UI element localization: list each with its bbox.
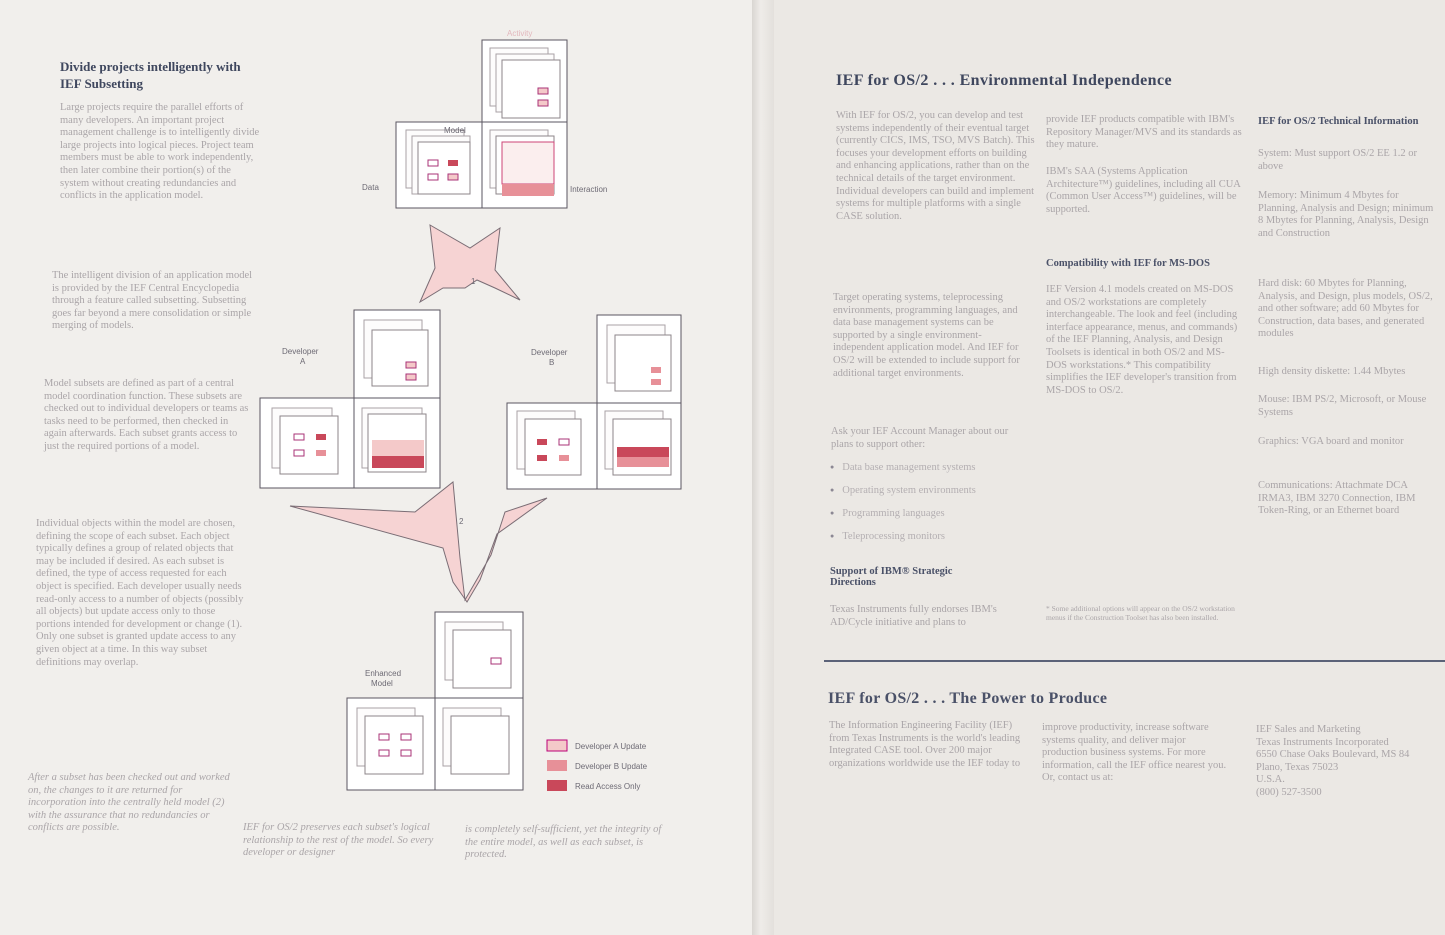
arrow-1 bbox=[418, 224, 521, 304]
arrow-2 bbox=[289, 481, 548, 603]
tech-item: Mouse: IBM PS/2, Microsoft, or Mouse Sys… bbox=[1258, 394, 1427, 418]
right-title-2: IEF for OS/2 . . . The Power to Produce bbox=[828, 690, 1108, 707]
tech-item: Hard disk: 60 Mbytes for Planning, Analy… bbox=[1258, 278, 1433, 340]
left-paragraph-4: Individual objects within the model are … bbox=[36, 518, 244, 668]
support-heading: Support of IBM® Strategic Directions bbox=[830, 566, 953, 588]
left-paragraph-6: IEF for OS/2 preserves each subset's log… bbox=[243, 822, 434, 859]
subsetting-diagram: Data Interaction Model Activity 1 Develo… bbox=[259, 29, 682, 791]
support-paragraph: Texas Instruments fully endorses IBM's A… bbox=[830, 604, 997, 628]
label-interaction: Interaction bbox=[570, 185, 607, 194]
legend-developer-b-update: Developer B Update bbox=[575, 762, 648, 771]
tech-info-heading: IEF for OS/2 Technical Information bbox=[1258, 116, 1419, 127]
label-step-2: 2 bbox=[459, 517, 464, 526]
target-bullet-list: Data base management systems Operating s… bbox=[830, 462, 976, 554]
label-step-1: 1 bbox=[471, 277, 476, 286]
right-col2-paragraph-3: IEF Version 4.1 models created on MS-DOS… bbox=[1046, 284, 1238, 396]
contact-address: IEF Sales and Marketing Texas Instrument… bbox=[1256, 724, 1410, 798]
left-paragraph-7: is completely self-sufficient, yet the i… bbox=[465, 824, 662, 861]
left-paragraph-2: The intelligent division of an applicati… bbox=[52, 270, 253, 332]
legend-developer-a-update: Developer A Update bbox=[575, 742, 647, 751]
bullet-item: Teleprocessing monitors bbox=[830, 531, 976, 554]
right-col1-paragraph-1: With IEF for OS/2, you can develop and t… bbox=[836, 110, 1035, 222]
tech-item: Graphics: VGA board and monitor bbox=[1258, 436, 1404, 447]
tech-item: Memory: Minimum 4 Mbytes for Planning, A… bbox=[1258, 190, 1434, 239]
tech-item: System: Must support OS/2 EE 1.2 or abov… bbox=[1258, 148, 1417, 172]
right-col1-paragraph-3: Ask your IEF Account Manager about our p… bbox=[831, 426, 1009, 450]
page-gutter bbox=[752, 0, 774, 935]
footnote: * Some additional options will appear on… bbox=[1046, 604, 1235, 622]
tech-item: Communications: Attachmate DCA IRMA3, IB… bbox=[1258, 480, 1416, 517]
compatibility-heading: Compatibility with IEF for MS-DOS bbox=[1046, 258, 1210, 269]
bullet-item: Programming languages bbox=[830, 508, 976, 531]
label-model: Model bbox=[444, 126, 466, 135]
label-activity: Activity bbox=[507, 29, 532, 38]
label-data: Data bbox=[362, 183, 379, 192]
legend-read-access-only: Read Access Only bbox=[575, 782, 640, 791]
left-paragraph-5: After a subset has been checked out and … bbox=[28, 772, 230, 834]
model-top: Data Interaction Model Activity bbox=[362, 29, 607, 209]
bullet-item: Operating system environments bbox=[830, 485, 976, 508]
right-col1-paragraph-2: Target operating systems, teleprocessing… bbox=[833, 292, 1020, 379]
left-heading: Divide projects intelligently with IEF S… bbox=[60, 59, 241, 91]
section-divider bbox=[824, 660, 1445, 662]
left-paragraph-1: Large projects require the parallel effo… bbox=[60, 102, 260, 202]
tech-item: High density diskette: 1.44 Mbytes bbox=[1258, 366, 1406, 377]
right-title: IEF for OS/2 . . . Environmental Indepen… bbox=[836, 72, 1172, 89]
closing-paragraph-2: improve productivity, increase software … bbox=[1042, 722, 1227, 784]
closing-paragraph-1: The Information Engineering Facility (IE… bbox=[829, 720, 1021, 769]
right-col2-paragraph-1: provide IEF products compatible with IBM… bbox=[1046, 114, 1242, 151]
bullet-item: Data base management systems bbox=[830, 462, 976, 485]
right-col2-paragraph-2: IBM's SAA (Systems Application Architect… bbox=[1046, 166, 1241, 215]
legend: Developer A Update Developer B Update Re… bbox=[546, 739, 648, 791]
left-paragraph-3: Model subsets are defined as part of a c… bbox=[44, 378, 249, 452]
